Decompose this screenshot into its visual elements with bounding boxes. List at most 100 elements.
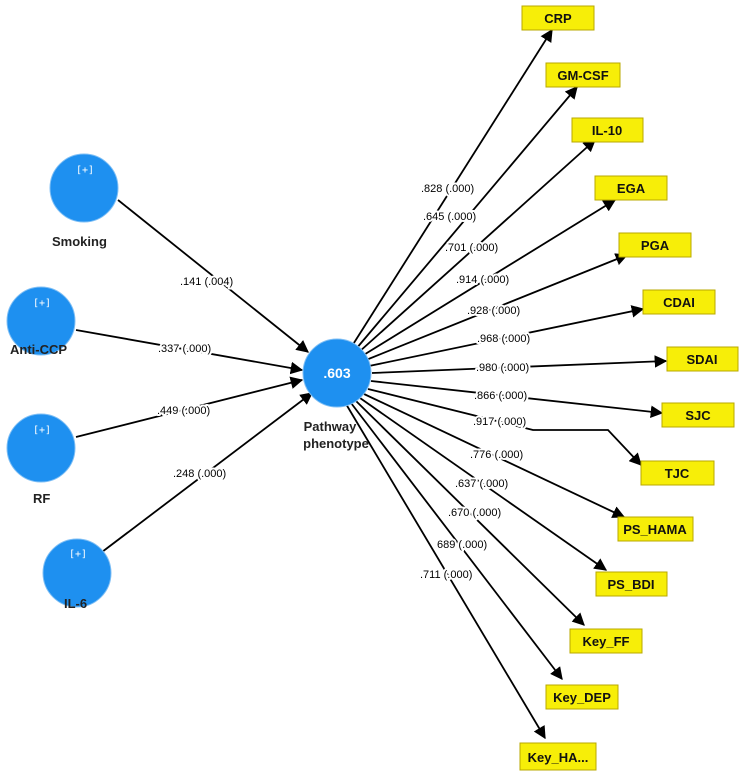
node-label: Anti-CCP (10, 342, 67, 357)
indicator-box (618, 232, 692, 258)
path-label-il-6: .248 (.000) (173, 468, 226, 480)
loading-label-ps-hama: .776 (.000) (470, 449, 523, 461)
indicator-label: PGA (641, 238, 670, 253)
indicator-label: GM-CSF (557, 68, 608, 83)
expand-icon[interactable]: [+] (33, 298, 51, 309)
node-label: RF (33, 491, 50, 506)
indicator-label: CRP (544, 11, 572, 26)
indicator-key-ha[interactable]: Key_HA... (519, 742, 597, 771)
path-coefficients: .141 (.004) .337 (.000) .449 (.000) .248… (155, 274, 235, 482)
edge-sdai (371, 355, 668, 374)
indicator-il-10[interactable]: IL-10 (571, 117, 644, 143)
indicator-key-dep[interactable]: Key_DEP (545, 684, 619, 710)
loading-label-ega: .914 (.000) (456, 274, 509, 286)
indicator-pga[interactable]: PGA (618, 232, 692, 258)
indicator-label: SJC (685, 408, 711, 423)
construct-label-line1: Pathway (304, 419, 358, 434)
edge-ps-bdi (359, 397, 608, 571)
indicator-edges (345, 28, 668, 740)
indicator-label: Key_FF (583, 634, 630, 649)
loading-label-sdai: .980 (.000) (476, 362, 529, 374)
expand-icon[interactable]: [+] (76, 165, 94, 176)
indicator-box (545, 684, 619, 710)
indicator-label: PS_HAMA (623, 522, 687, 537)
indicator-gm-csf[interactable]: GM-CSF (545, 62, 621, 88)
loading-label-gm-csf: .645 (.000) (423, 211, 476, 223)
indicator-box (521, 5, 595, 31)
edge-ps-hama (363, 393, 626, 518)
indicator-ega[interactable]: EGA (594, 175, 668, 201)
predictor-node-rf[interactable]: [+] RF (6, 413, 76, 506)
path-label-rf: .449 (.000) (157, 405, 210, 417)
predictor-node-smoking[interactable]: [+] Smoking (49, 153, 119, 249)
construct-circle (49, 153, 119, 223)
indicator-label: IL-10 (592, 123, 622, 138)
loading-label-key-ff: .670 (.000) (448, 507, 501, 519)
edge-smoking (117, 199, 309, 353)
indicator-label: PS_BDI (608, 577, 655, 592)
indicator-label: Key_DEP (553, 690, 611, 705)
loading-label-pga: .928 (.000) (467, 305, 520, 317)
indicator-crp[interactable]: CRP (521, 5, 595, 31)
edge-tjc (367, 388, 642, 466)
indicator-box (569, 628, 643, 654)
edge-key-dep (350, 402, 563, 681)
indicator-label: EGA (617, 181, 646, 196)
indicator-cdai[interactable]: CDAI (642, 289, 716, 315)
construct-circle (302, 338, 372, 408)
r-squared-value: .603 (323, 365, 350, 381)
indicator-box (661, 402, 735, 428)
edge-il-6 (101, 392, 314, 553)
edge-key-ff (355, 400, 585, 626)
construct-circle (6, 286, 76, 356)
construct-circle (6, 413, 76, 483)
path-label-anti-ccp: .337 (.000) (158, 343, 211, 355)
indicator-box (666, 346, 739, 372)
loading-label-crp: .828 (.000) (421, 183, 474, 195)
edge-sjc (370, 380, 664, 419)
expand-icon[interactable]: [+] (33, 425, 51, 436)
node-label: IL-6 (64, 596, 87, 611)
construct-label-line2: phenotype (303, 436, 369, 451)
indicator-box (594, 175, 668, 201)
edge-crp (351, 28, 553, 347)
indicator-label: CDAI (663, 295, 695, 310)
loading-label-key-dep: 689 (.000) (437, 539, 487, 551)
indicator-ps-hama[interactable]: PS_HAMA (617, 516, 694, 542)
indicator-tjc[interactable]: TJC (640, 460, 715, 486)
edge-rf (75, 376, 304, 438)
construct-node-pathway-phenotype[interactable]: .603 Pathway phenotype (302, 338, 372, 451)
indicator-box (640, 460, 715, 486)
indicator-label: Key_HA... (528, 750, 589, 765)
indicator-box (642, 289, 716, 315)
edge-ega (361, 199, 617, 357)
indicator-label: TJC (665, 466, 690, 481)
loading-label-tjc: .917 (.000) (473, 416, 526, 428)
node-label: Smoking (52, 234, 107, 249)
edge-il-10 (358, 139, 596, 353)
expand-icon[interactable]: [+] (69, 549, 87, 560)
indicator-box (519, 742, 597, 771)
predictor-node-il-6[interactable]: [+] IL-6 (42, 538, 112, 611)
loading-label-key-ha: .711 (.000) (420, 569, 472, 581)
indicator-sdai[interactable]: SDAI (666, 346, 739, 372)
edge-anti-ccp (75, 329, 304, 375)
predictor-edges (75, 199, 314, 553)
loading-label-sjc: .866 (.000) (474, 390, 527, 402)
indicator-key-ff[interactable]: Key_FF (569, 628, 643, 654)
indicator-sjc[interactable]: SJC (661, 402, 735, 428)
loading-label-ps-bdi: .637 (.000) (455, 478, 508, 490)
loading-labels: .828 (.000) .645 (.000) .701 (.000) .914… (418, 181, 532, 583)
predictor-node-anti-ccp[interactable]: [+] Anti-CCP (6, 286, 76, 357)
indicator-box (571, 117, 644, 143)
indicator-box (595, 571, 668, 597)
edge-gm-csf (355, 86, 578, 350)
indicator-ps-bdi[interactable]: PS_BDI (595, 571, 668, 597)
construct-circle (42, 538, 112, 608)
indicator-box (545, 62, 621, 88)
edge-pga (365, 253, 629, 361)
indicator-box (617, 516, 694, 542)
edge-cdai (368, 305, 645, 367)
indicator-label: SDAI (686, 352, 717, 367)
